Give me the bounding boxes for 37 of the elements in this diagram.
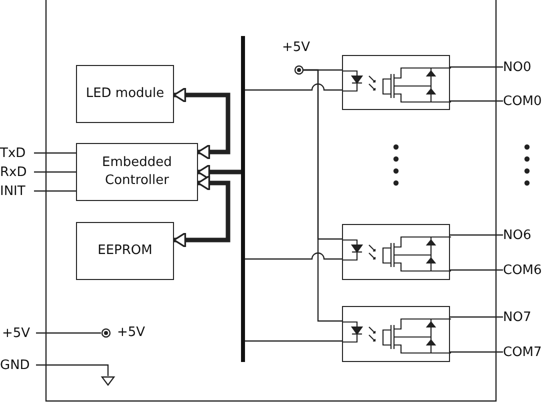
wire	[450, 66, 503, 68]
bus-arrow	[173, 87, 230, 160]
bus-arrow	[173, 175, 230, 248]
wire	[450, 351, 503, 353]
wire	[450, 234, 503, 236]
component-box: LED module	[76, 65, 174, 123]
relay-box	[342, 224, 450, 280]
wire	[450, 100, 503, 102]
wire	[245, 252, 342, 260]
bus-bar	[241, 36, 245, 362]
wire	[34, 152, 76, 154]
wire	[36, 364, 109, 376]
voltage-label: +5V	[117, 325, 146, 340]
wire	[34, 190, 76, 192]
pin-label: COM0	[503, 93, 548, 109]
pin-label: RxD	[0, 164, 34, 180]
component-box: EEPROM	[76, 222, 174, 280]
wire	[36, 332, 101, 334]
wire	[34, 171, 76, 173]
pin-label: NO7	[503, 309, 548, 325]
pin-label: COM6	[503, 262, 548, 278]
wire	[450, 316, 503, 318]
relay-box	[342, 55, 450, 110]
component-box: Embedded Controller	[76, 143, 198, 201]
pin-label: NO6	[503, 227, 548, 243]
pin-label: TxD	[0, 145, 34, 161]
pin-label: +5V	[2, 325, 36, 341]
relay-box	[342, 306, 450, 362]
pin-label: COM7	[503, 344, 548, 360]
wire	[245, 340, 342, 342]
pin-label: GND	[0, 357, 36, 373]
wire	[245, 83, 342, 91]
bus-arrow	[197, 164, 241, 180]
wire	[450, 269, 503, 271]
pin-label: NO0	[503, 59, 548, 75]
pin-label: INIT	[0, 183, 34, 199]
voltage-label: +5V	[282, 40, 310, 55]
